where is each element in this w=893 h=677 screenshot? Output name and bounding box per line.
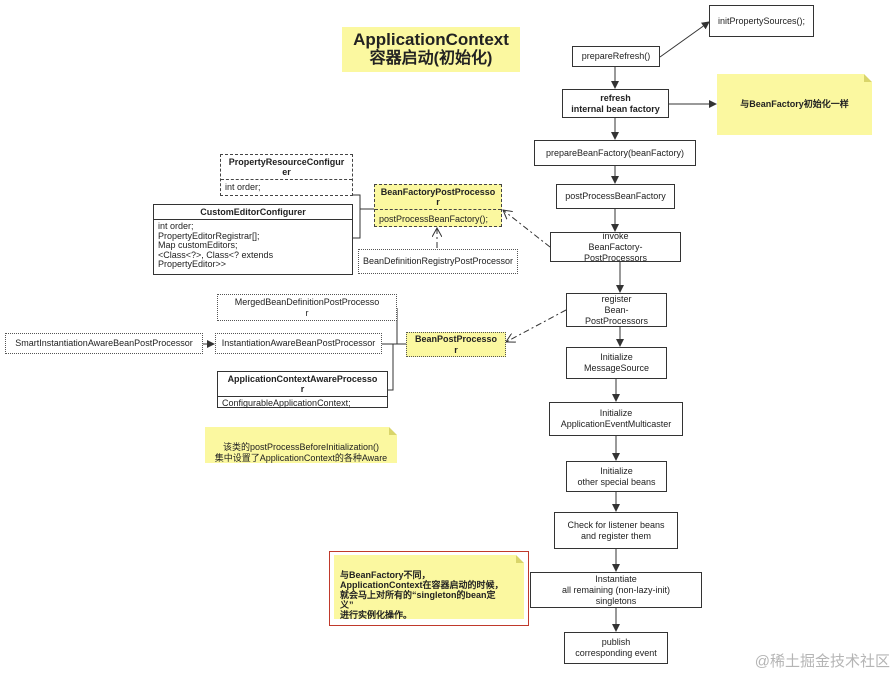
difference-note: 与BeanFactory不同， ApplicationContext在容器启动的… — [334, 555, 524, 620]
difference-note-text: 与BeanFactory不同， ApplicationContext在容器启动的… — [340, 570, 504, 620]
same-as-beanfactory-note: 与BeanFactory初始化一样 — [717, 74, 872, 135]
difference-note-frame: 与BeanFactory不同， ApplicationContext在容器启动的… — [329, 551, 529, 626]
watermark: @稀土掘金技术社区 — [754, 653, 890, 670]
bean-post-processor-class: BeanPostProcesso r — [406, 332, 506, 357]
prepare-bean-factory-step: prepareBeanFactory(beanFactory) — [534, 140, 696, 166]
diagram-title: ApplicationContext 容器启动(初始化) — [342, 27, 520, 72]
init-property-sources-step: initPropertySources(); — [709, 5, 814, 37]
instantiation-aware-class: InstantiationAwareBeanPostProcessor — [215, 333, 382, 354]
merged-bean-definition-post-processor-class: MergedBeanDefinitionPostProcesso r — [217, 294, 397, 321]
bean-factory-post-processor-body: postProcessBeanFactory(); — [379, 214, 489, 224]
custom-editor-configurer-name: CustomEditorConfigurer — [154, 205, 352, 220]
property-resource-configurer-body: int order; — [225, 182, 261, 192]
register-post-processors-step: register Bean- PostProcessors — [566, 293, 667, 327]
init-message-source-step: Initialize MessageSource — [566, 347, 667, 379]
publish-event-step: publish corresponding event — [564, 632, 668, 664]
instantiate-singletons-step: Instantiate all remaining (non-lazy-init… — [530, 572, 702, 608]
property-resource-configurer-class: PropertyResourceConfigur er int order; — [220, 154, 353, 196]
property-resource-configurer-name: PropertyResourceConfigur er — [221, 155, 352, 180]
application-context-aware-processor-name: ApplicationContextAwareProcesso r — [218, 372, 387, 397]
prepare-refresh-step: prepareRefresh() — [572, 46, 660, 67]
check-listener-beans-step: Check for listener beans and register th… — [554, 512, 678, 549]
title-line2: 容器启动(初始化) — [369, 50, 493, 67]
smart-instantiation-aware-class: SmartInstantiationAwareBeanPostProcessor — [5, 333, 203, 354]
bean-definition-registry-post-processor-class: BeanDefinitionRegistryPostProcessor — [358, 249, 518, 274]
bean-factory-post-processor-name: BeanFactoryPostProcesso r — [375, 185, 501, 210]
custom-editor-configurer-body: int order; PropertyEditorRegistrar[]; Ma… — [158, 221, 274, 269]
init-multicaster-step: Initialize ApplicationEventMulticaster — [549, 402, 683, 436]
invoke-post-processors-step: invoke BeanFactory- PostProcessors — [550, 231, 681, 263]
post-process-bean-factory-step: postProcessBeanFactory — [556, 184, 675, 209]
application-context-aware-processor-class: ApplicationContextAwareProcesso r Config… — [217, 371, 388, 408]
aware-note: 该类的postProcessBeforeInitialization() 集中设… — [205, 427, 397, 463]
aware-note-text: 该类的postProcessBeforeInitialization() 集中设… — [214, 442, 388, 463]
title-line1: ApplicationContext — [353, 30, 509, 49]
refresh-bean-factory-step: refresh internal bean factory — [562, 89, 669, 118]
bean-factory-post-processor-class: BeanFactoryPostProcesso r postProcessBea… — [374, 184, 502, 227]
application-context-aware-processor-body: ConfigurableApplicationContext; — [222, 398, 351, 408]
same-as-beanfactory-text: 与BeanFactory初始化一样 — [740, 99, 849, 109]
init-special-beans-step: Initialize other special beans — [566, 461, 667, 492]
custom-editor-configurer-class: CustomEditorConfigurer int order; Proper… — [153, 204, 353, 275]
